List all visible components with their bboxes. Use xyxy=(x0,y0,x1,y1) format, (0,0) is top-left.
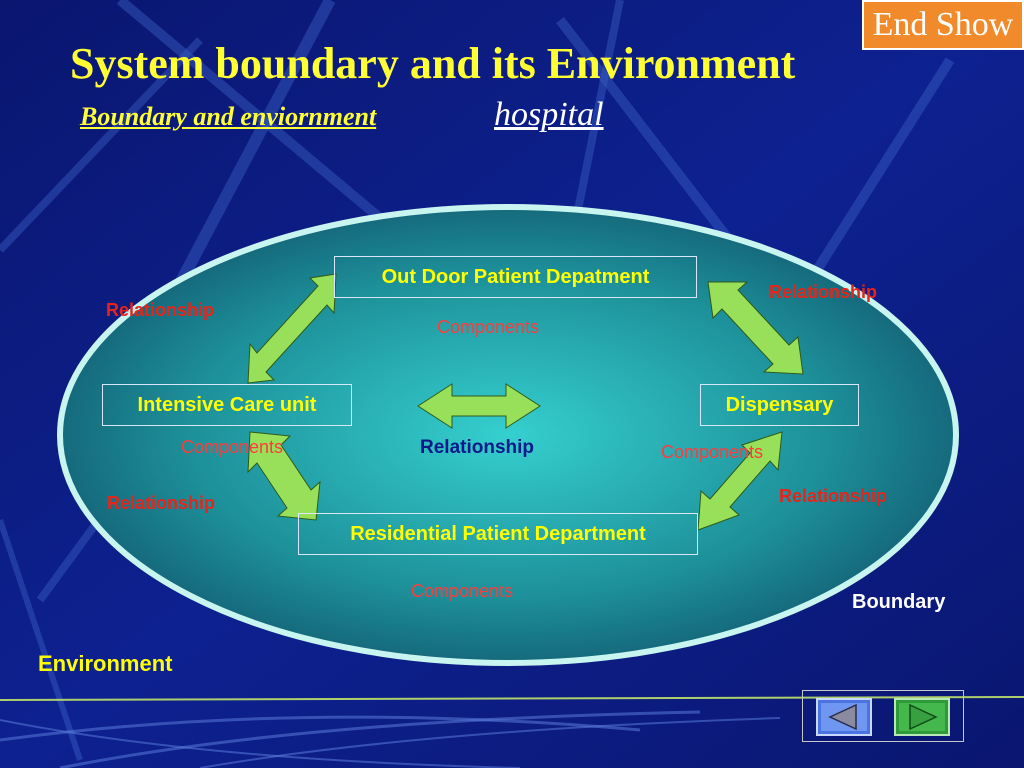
arrow-opd-dispensary xyxy=(707,281,804,375)
components-label-top: Components xyxy=(437,317,540,337)
relationship-label-top-right: Relationship xyxy=(769,282,878,302)
triangle-left-icon xyxy=(816,698,872,736)
relationship-label-bottom-left: Relationship xyxy=(107,493,216,513)
relationship-label-bottom-right: Relationship xyxy=(779,486,888,506)
component-dispensary: Dispensary xyxy=(700,384,859,426)
triangle-right-icon xyxy=(894,698,950,736)
forward-button[interactable] xyxy=(894,698,950,736)
component-icu: Intensive Care unit xyxy=(102,384,352,426)
components-label-right: Components xyxy=(661,442,764,462)
arrow-icu-rpd xyxy=(247,431,321,521)
arrow-dispensary-rpd xyxy=(697,431,783,531)
environment-label: Environment xyxy=(38,651,173,676)
end-show-button[interactable]: End Show xyxy=(862,0,1024,50)
arrow-center-relationship xyxy=(417,383,541,429)
relationship-label-center: Relationship xyxy=(420,437,535,458)
back-button[interactable] xyxy=(816,698,872,736)
components-label-left: Components xyxy=(181,437,284,457)
navigation-frame xyxy=(802,690,964,742)
relationship-label-top-left: Relationship xyxy=(106,300,215,320)
arrow-icu-opd xyxy=(247,273,337,384)
component-opd: Out Door Patient Depatment xyxy=(334,256,697,298)
subtitle-boundary: Boundary and enviornment xyxy=(80,102,377,131)
system-boundary-ellipse xyxy=(57,204,959,666)
components-label-bottom: Components xyxy=(411,581,514,601)
slide-title: System boundary and its Environment xyxy=(70,39,796,88)
bottom-decor xyxy=(0,696,1024,768)
subtitle-hospital: hospital xyxy=(494,96,604,133)
component-rpd: Residential Patient Department xyxy=(298,513,698,555)
boundary-label: Boundary xyxy=(852,591,946,613)
